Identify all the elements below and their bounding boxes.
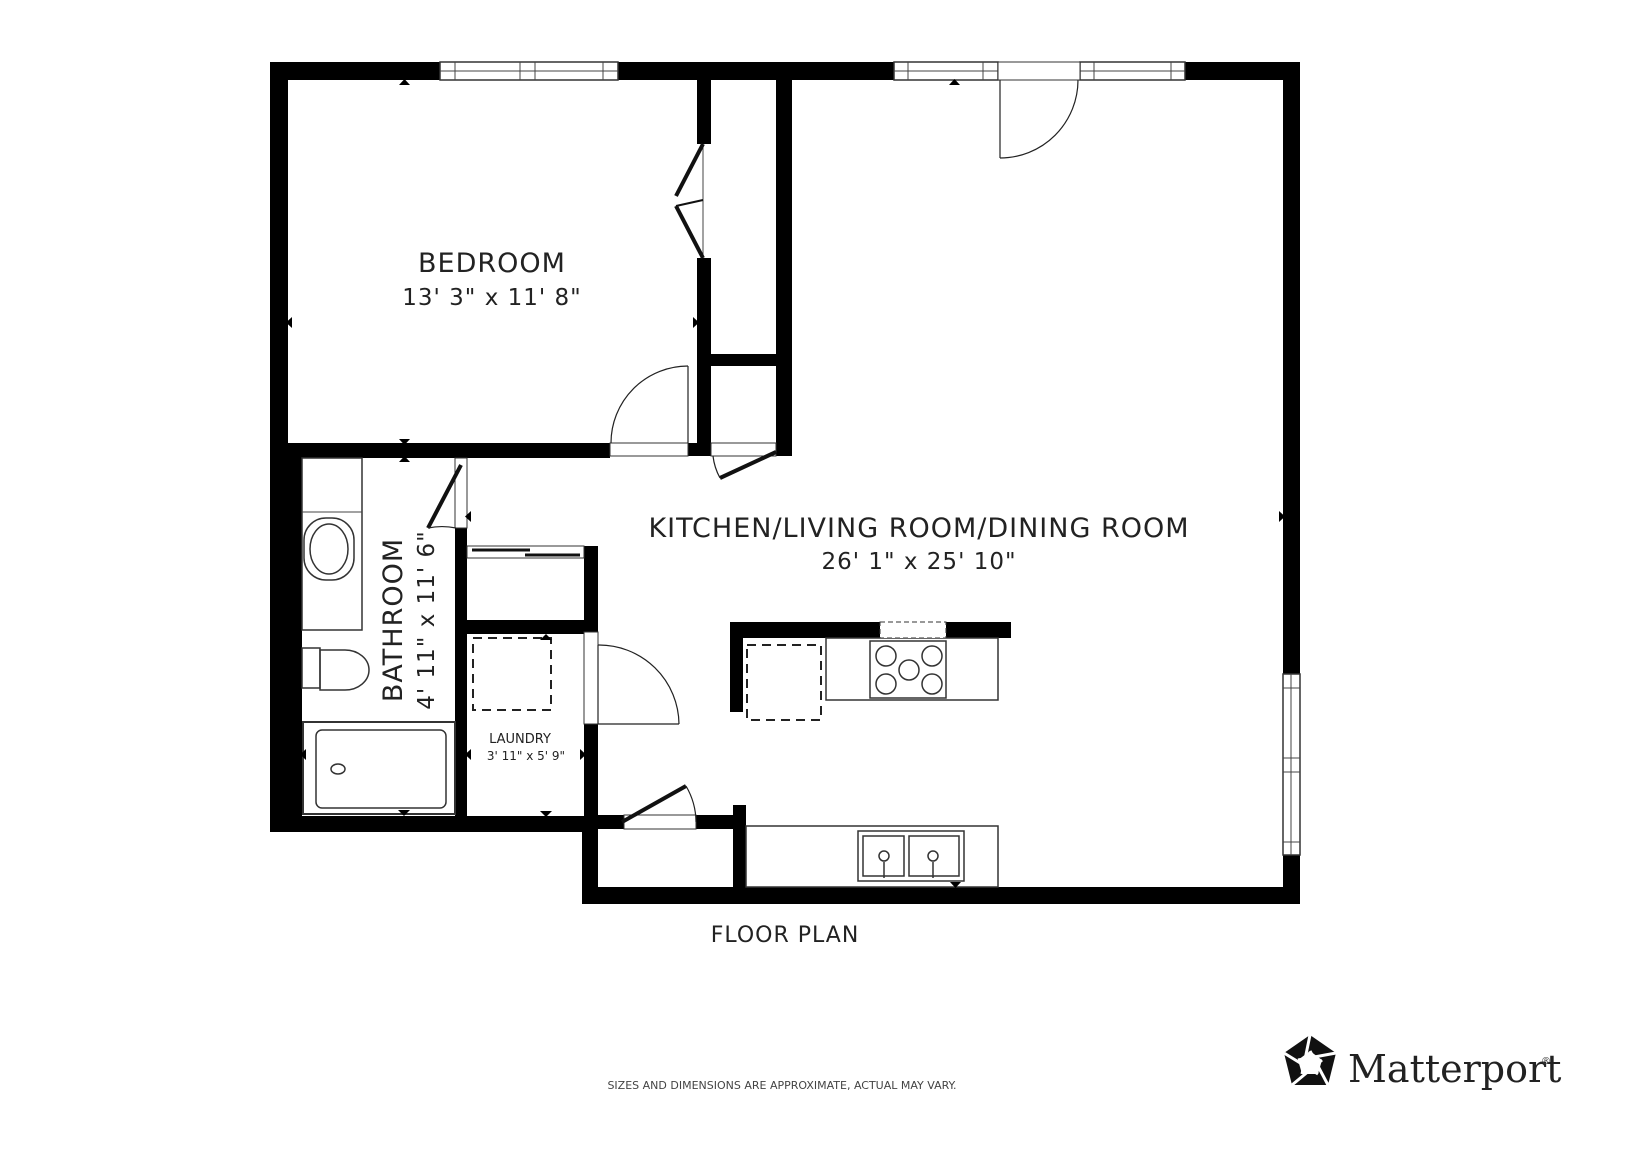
linen-closet-door bbox=[710, 442, 777, 480]
laundry-door bbox=[583, 631, 680, 725]
bathroom-dimensions: 4' 11" x 11' 6" bbox=[414, 530, 440, 709]
brand-trademark: ® bbox=[1541, 1056, 1551, 1067]
plan-title: FLOOR PLAN bbox=[711, 923, 860, 948]
brand-name: Matterport bbox=[1348, 1047, 1561, 1091]
refrigerator bbox=[746, 644, 822, 721]
shower bbox=[302, 721, 456, 815]
dimension-markers bbox=[286, 79, 1285, 888]
fixtures bbox=[301, 457, 999, 888]
bedroom-door bbox=[609, 365, 689, 457]
toilet bbox=[301, 647, 370, 691]
bathroom-label: BATHROOM 4' 11" x 11' 6" bbox=[378, 530, 440, 709]
bathroom-name: BATHROOM bbox=[378, 538, 409, 702]
living-window-left bbox=[893, 61, 999, 81]
bedroom-window bbox=[439, 61, 619, 81]
walls bbox=[270, 62, 1300, 904]
entry-door bbox=[997, 61, 1081, 159]
bedroom-dimensions: 13' 3" x 11' 8" bbox=[402, 285, 581, 311]
disclaimer: SIZES AND DIMENSIONS ARE APPROXIMATE, AC… bbox=[607, 1079, 956, 1092]
bedroom-name: BEDROOM bbox=[418, 248, 566, 279]
bathroom-door bbox=[426, 457, 468, 529]
windows bbox=[439, 61, 1301, 856]
bathroom-vanity bbox=[301, 457, 363, 631]
utility-closet-door bbox=[621, 784, 697, 830]
main-room-dimensions: 26' 1" x 25' 10" bbox=[821, 549, 1016, 575]
matterport-logo-icon bbox=[1283, 1034, 1337, 1087]
doors bbox=[426, 61, 1081, 830]
closet-bifold-door bbox=[674, 143, 705, 259]
laundry-name: LAUNDRY bbox=[489, 732, 551, 747]
east-window bbox=[1282, 673, 1301, 856]
kitchen-sink-counter bbox=[745, 825, 999, 888]
washer-dryer bbox=[472, 637, 552, 711]
main-room-name: KITCHEN/LIVING ROOM/DINING ROOM bbox=[648, 513, 1189, 544]
laundry-sliding-door bbox=[466, 545, 585, 559]
kitchen-island bbox=[825, 621, 999, 701]
laundry-dimensions: 3' 11" x 5' 9" bbox=[487, 749, 565, 763]
living-window-right bbox=[1079, 61, 1186, 81]
